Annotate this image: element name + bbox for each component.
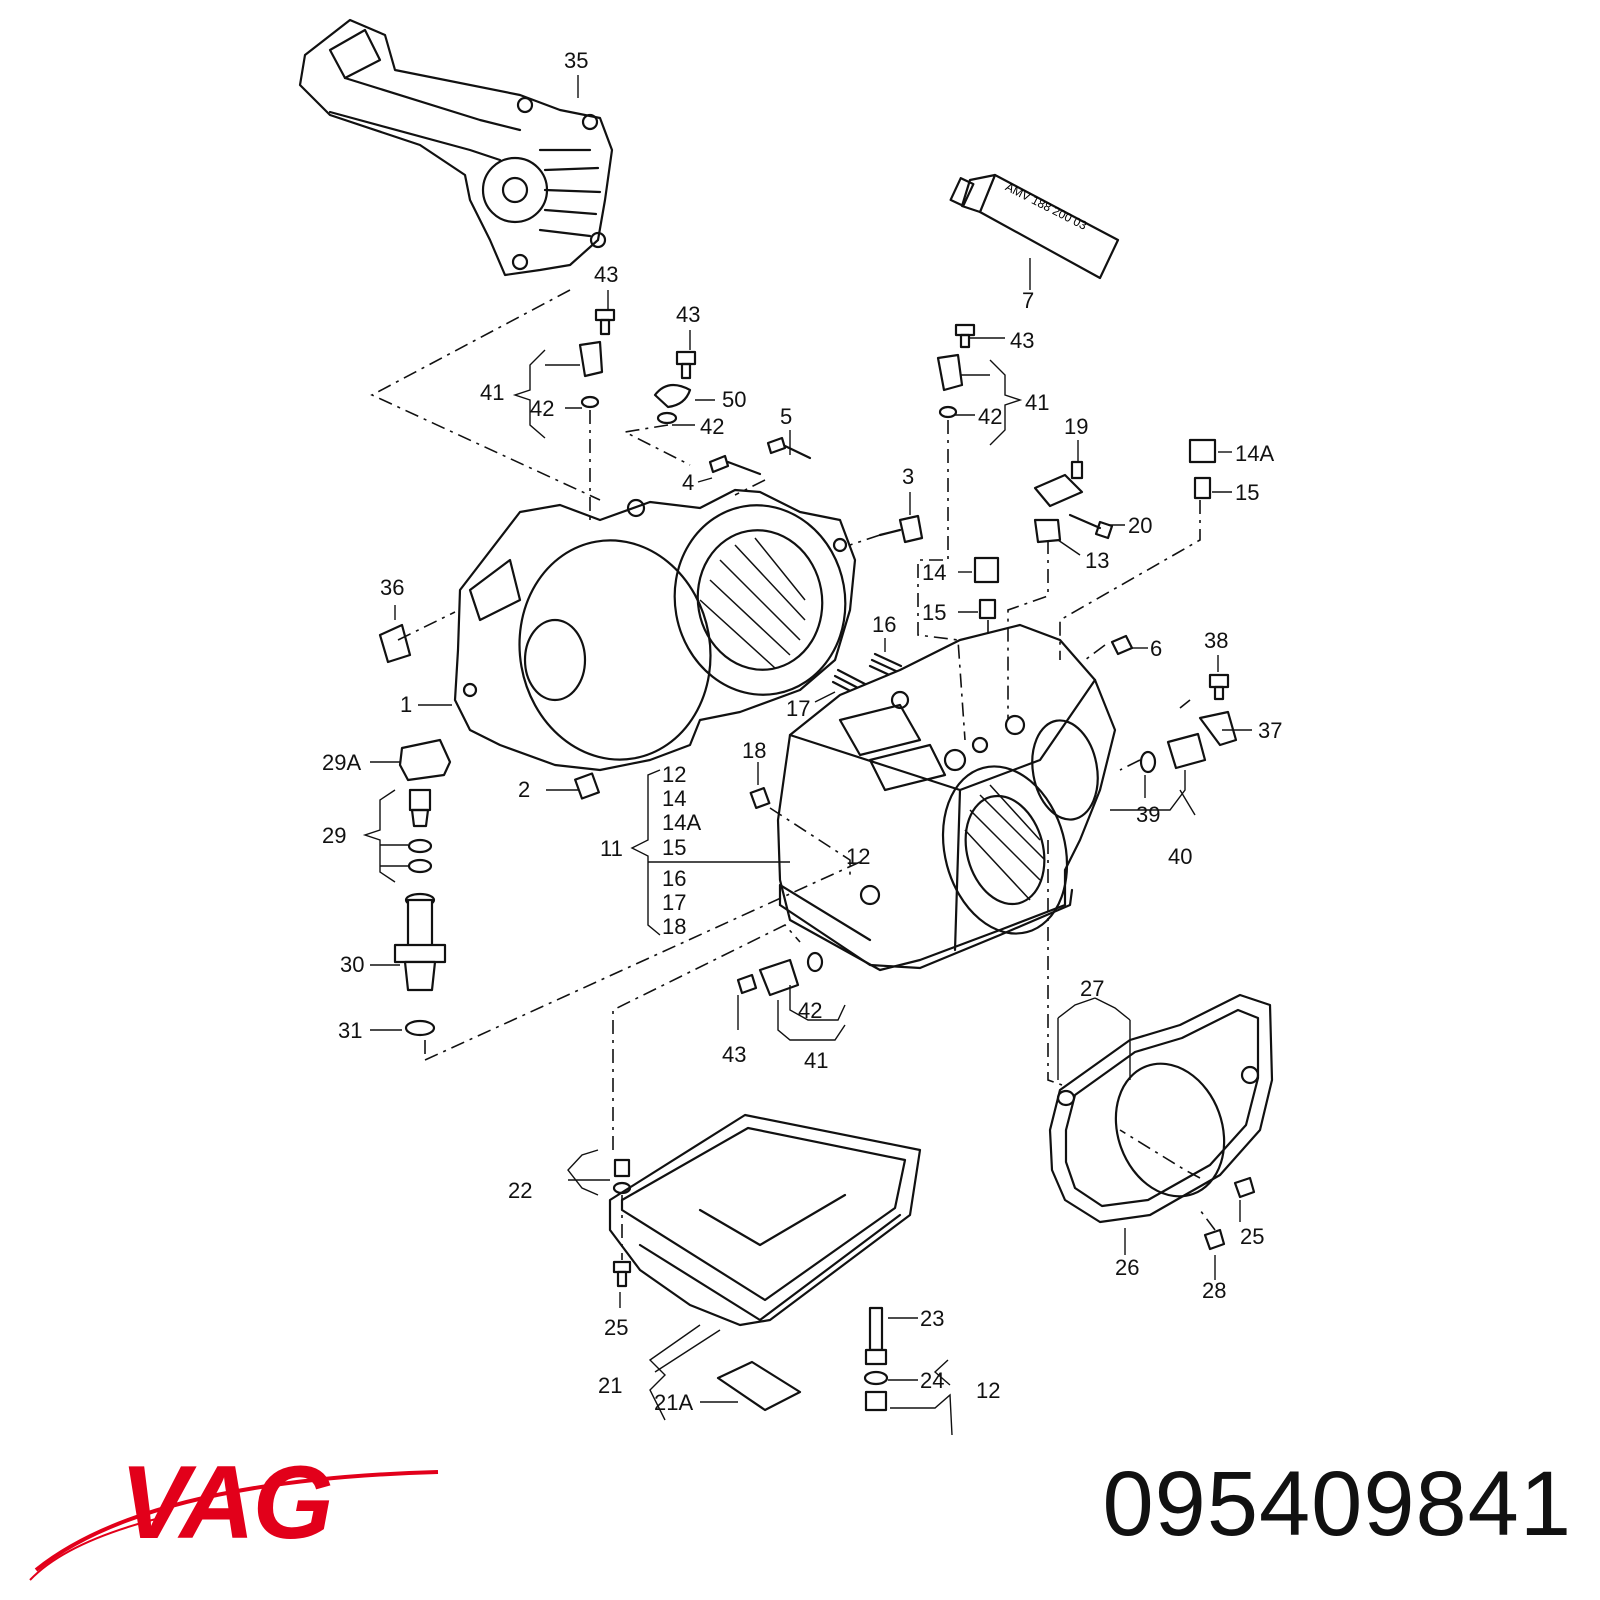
callout-7: 7 — [1022, 288, 1034, 313]
callout-20: 20 — [1128, 513, 1152, 538]
assembly-lines — [370, 289, 1216, 1260]
callout-6: 6 — [1150, 636, 1162, 661]
callout-4: 4 — [682, 470, 694, 495]
callout-29A: 29A — [322, 750, 361, 775]
callout-43: 43 — [722, 1042, 746, 1067]
callout-17: 17 — [786, 696, 810, 721]
brand-name: VAG — [120, 1445, 332, 1561]
callout-42: 42 — [798, 998, 822, 1023]
leader-lines — [362, 75, 1252, 1436]
lower-sensor-assembly — [736, 951, 824, 997]
callout-27: 27 — [1080, 976, 1104, 1001]
callout-43: 43 — [676, 302, 700, 327]
callout-17: 17 — [662, 890, 686, 915]
callout-35: 35 — [564, 48, 588, 73]
fastener-bolts-top — [378, 308, 1238, 810]
callout-18: 18 — [662, 914, 686, 939]
main-gearbox-housing — [776, 623, 1117, 972]
callout-15: 15 — [922, 600, 946, 625]
callout-15: 15 — [662, 835, 686, 860]
callout-28: 28 — [1202, 1278, 1226, 1303]
callout-11: 11 — [600, 836, 623, 861]
part-7-sealant-tube: AMV 188 200 03 — [949, 173, 1120, 280]
callout-29: 29 — [322, 823, 346, 848]
callout-14: 14 — [662, 786, 686, 811]
callout-40: 40 — [1168, 844, 1192, 869]
callout-14A: 14A — [1235, 441, 1274, 466]
callout-41: 41 — [804, 1048, 828, 1073]
callout-5: 5 — [780, 404, 792, 429]
callout-41: 41 — [480, 380, 504, 405]
part-26-side-cover — [1048, 993, 1274, 1251]
callout-16: 16 — [662, 866, 686, 891]
callout-37: 37 — [1258, 718, 1282, 743]
callout-12: 12 — [976, 1378, 1000, 1403]
callout-23: 23 — [920, 1306, 944, 1331]
callout-3: 3 — [902, 464, 914, 489]
part-number: 095409841 — [1102, 1453, 1572, 1555]
callout-22: 22 — [508, 1178, 532, 1203]
callout-42: 42 — [978, 404, 1002, 429]
callout-18: 18 — [742, 738, 766, 763]
callout-42: 42 — [530, 396, 554, 421]
callout-14A: 14A — [662, 810, 701, 835]
callout-36: 36 — [380, 575, 404, 600]
callout-24: 24 — [920, 1368, 944, 1393]
part-29-30-31-drain-assembly — [393, 788, 447, 1037]
callout-12: 12 — [662, 762, 686, 787]
callout-14: 14 — [922, 560, 946, 585]
callout-21: 21 — [598, 1373, 622, 1398]
callout-42: 42 — [700, 414, 724, 439]
callout-39: 39 — [1136, 802, 1160, 827]
part-21-oil-pan — [608, 1113, 922, 1412]
callout-13: 13 — [1085, 548, 1109, 573]
callout-25: 25 — [1240, 1224, 1264, 1249]
callout-2: 2 — [518, 777, 530, 802]
part-35-extension-housing — [298, 18, 614, 277]
callout-12: 12 — [846, 844, 870, 869]
callout-25: 25 — [604, 1315, 628, 1340]
callout-26: 26 — [1115, 1255, 1139, 1280]
callout-50: 50 — [722, 387, 746, 412]
callout-43: 43 — [594, 262, 618, 287]
callout-15: 15 — [1235, 480, 1259, 505]
callout-1: 1 — [400, 692, 412, 717]
callout-31: 31 — [338, 1018, 362, 1043]
callout-41: 41 — [1025, 390, 1049, 415]
vag-logo: VAG — [29, 1445, 439, 1581]
part-1-bell-housing — [453, 488, 857, 772]
callout-38: 38 — [1204, 628, 1228, 653]
callout-21A: 21A — [654, 1390, 693, 1415]
callout-30: 30 — [340, 952, 364, 977]
callout-16: 16 — [872, 612, 896, 637]
callout-labels: 35 7 43 43 43 41 42 50 42 41 42 5 4 3 19… — [322, 48, 1282, 1415]
callout-43: 43 — [1010, 328, 1034, 353]
callout-19: 19 — [1064, 414, 1088, 439]
